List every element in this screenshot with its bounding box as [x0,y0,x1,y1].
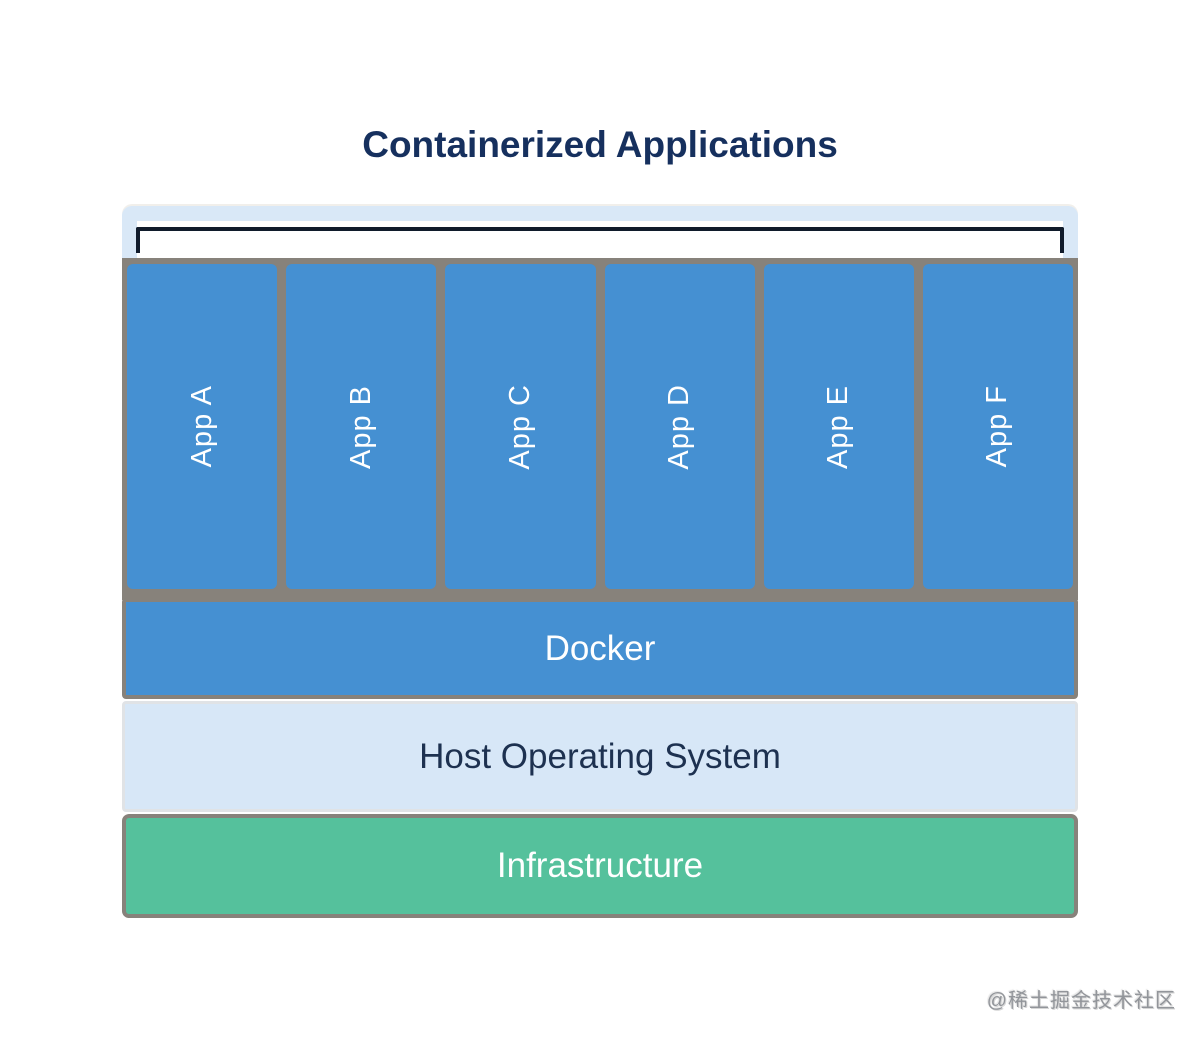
docker-layer-label: Docker [544,628,656,668]
app-c-label: App C [503,383,536,470]
containerized-apps-bracket-inner-line [136,227,1064,253]
app-b-box: App B [286,264,437,589]
app-d-label: App D [663,383,696,470]
app-e-label: App E [822,384,855,469]
containerized-apps-bracket [122,206,1078,266]
watermark: @稀土掘金技术社区 [986,990,1176,1012]
page-title: Containerized Applications [362,124,838,165]
app-a-box: App A [127,264,278,589]
apps-panel: App A App B App C App D App E App F [122,258,1078,600]
host-os-layer-label: Host Operating System [419,736,781,776]
app-a-label: App A [185,385,218,468]
app-b-label: App B [344,384,377,469]
infrastructure-layer-label: Infrastructure [496,846,704,885]
docker-layer: Docker [122,598,1078,699]
app-d-box: App D [604,264,755,589]
app-e-box: App E [763,264,914,589]
infrastructure-layer: Infrastructure [122,814,1078,918]
app-f-box: App F [922,264,1074,589]
app-c-box: App C [445,264,596,589]
app-f-label: App F [981,385,1014,468]
host-os-layer: Host Operating System [122,701,1078,812]
